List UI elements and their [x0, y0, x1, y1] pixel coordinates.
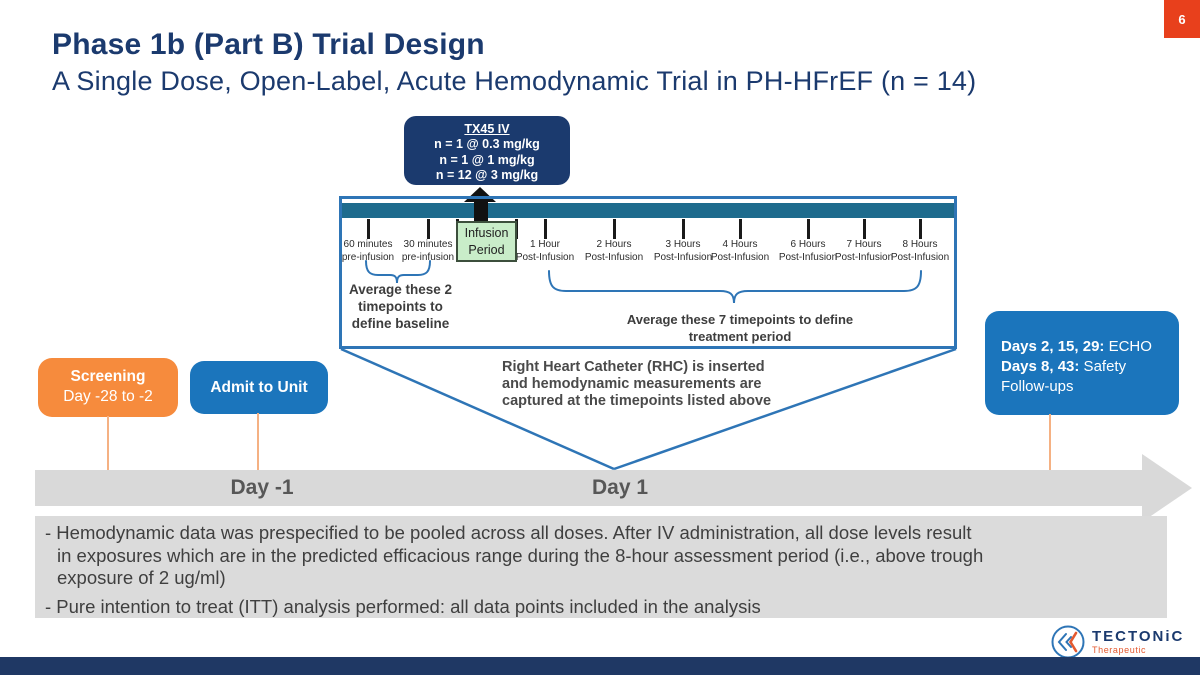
screening-days: Day -28 to -2 [63, 388, 153, 405]
timeline-tick [681, 219, 685, 239]
day-axis-arrowhead-icon [1142, 454, 1192, 522]
followup-line: Days 2, 15, 29: ECHO [1001, 338, 1152, 355]
day-1-label: Day 1 [591, 476, 649, 499]
dose-info-box: TX45 IV n = 1 @ 0.3 mg/kg n = 1 @ 1 mg/k… [404, 116, 570, 185]
page-subtitle: A Single Dose, Open-Label, Acute Hemodyn… [52, 66, 977, 96]
timeline-tick-label: 4 Hours Post-Infusion [710, 239, 770, 263]
timeline-tick-label: 3 Hours Post-Infusion [653, 239, 713, 263]
timeline-tick-label: 6 Hours Post-Infusion [778, 239, 838, 263]
treatment-note: Average these 7 timepoints to define tre… [626, 312, 854, 344]
baseline-note: Average these 2 timepoints to define bas… [348, 282, 453, 331]
dose-box-title: TX45 IV [464, 122, 510, 136]
timeline-tick-label: 30 minutes pre-infusion [401, 239, 455, 263]
followup-line: Days 8, 43: Safety [1001, 358, 1127, 375]
infusion-period-box: Infusion Period [456, 221, 517, 262]
timeline-tick [426, 219, 430, 239]
screening-title: Screening [70, 368, 146, 385]
footer-bullet-1: - Hemodynamic data was prespecified to b… [45, 522, 984, 588]
screening-connector-line [107, 416, 109, 470]
timeline-tick [612, 219, 616, 239]
footer-bullet-2: - Pure intention to treat (ITT) analysis… [45, 595, 761, 617]
dose-box-doses: n = 1 @ 0.3 mg/kg n = 1 @ 1 mg/kg n = 12… [434, 137, 540, 182]
infusion-arrow-stem [474, 200, 488, 224]
timeline-tick [543, 219, 547, 239]
followup-line: Follow-ups [1001, 378, 1074, 395]
timeline-tick-label: 8 Hours Post-Infusion [890, 239, 950, 263]
logo-brand-text: TECTONiC [1092, 627, 1185, 645]
timeline-tick-label: 60 minutes pre-infusion [341, 239, 395, 263]
timeline-panel [339, 196, 957, 349]
followup-connector-line [1049, 414, 1051, 470]
day-minus-1-label: Day -1 [230, 476, 294, 499]
timeline-tick [918, 219, 922, 239]
tectonic-logo-icon [1051, 625, 1085, 659]
bottom-accent-bar [0, 657, 1200, 675]
timeline-tick-label: 2 Hours Post-Infusion [584, 239, 644, 263]
page-number-badge: 6 [1164, 0, 1200, 38]
timeline-tick [862, 219, 866, 239]
timeline-tick [806, 219, 810, 239]
timeline-tick-label: 7 Hours Post-Infusion [834, 239, 894, 263]
timeline-tick [738, 219, 742, 239]
timeline-tick-label: 1 Hour Post-Infusion [515, 239, 575, 263]
admit-to-unit-box: Admit to Unit [190, 361, 328, 414]
screening-box: Screening Day -28 to -2 [38, 358, 178, 417]
day-axis-bar [35, 470, 1142, 506]
footer-notes-box: - Hemodynamic data was prespecified to b… [35, 516, 1167, 618]
logo-sub-text: Therapeutic [1092, 644, 1147, 655]
timeline-tick [366, 219, 370, 239]
rhc-note: Right Heart Catheter (RHC) is inserted a… [502, 359, 772, 409]
page-title: Phase 1b (Part B) Trial Design [52, 28, 485, 61]
timeline-bar [342, 203, 954, 218]
admit-connector-line [257, 413, 259, 470]
tectonic-logo: TECTONiC Therapeutic [1050, 624, 1184, 660]
